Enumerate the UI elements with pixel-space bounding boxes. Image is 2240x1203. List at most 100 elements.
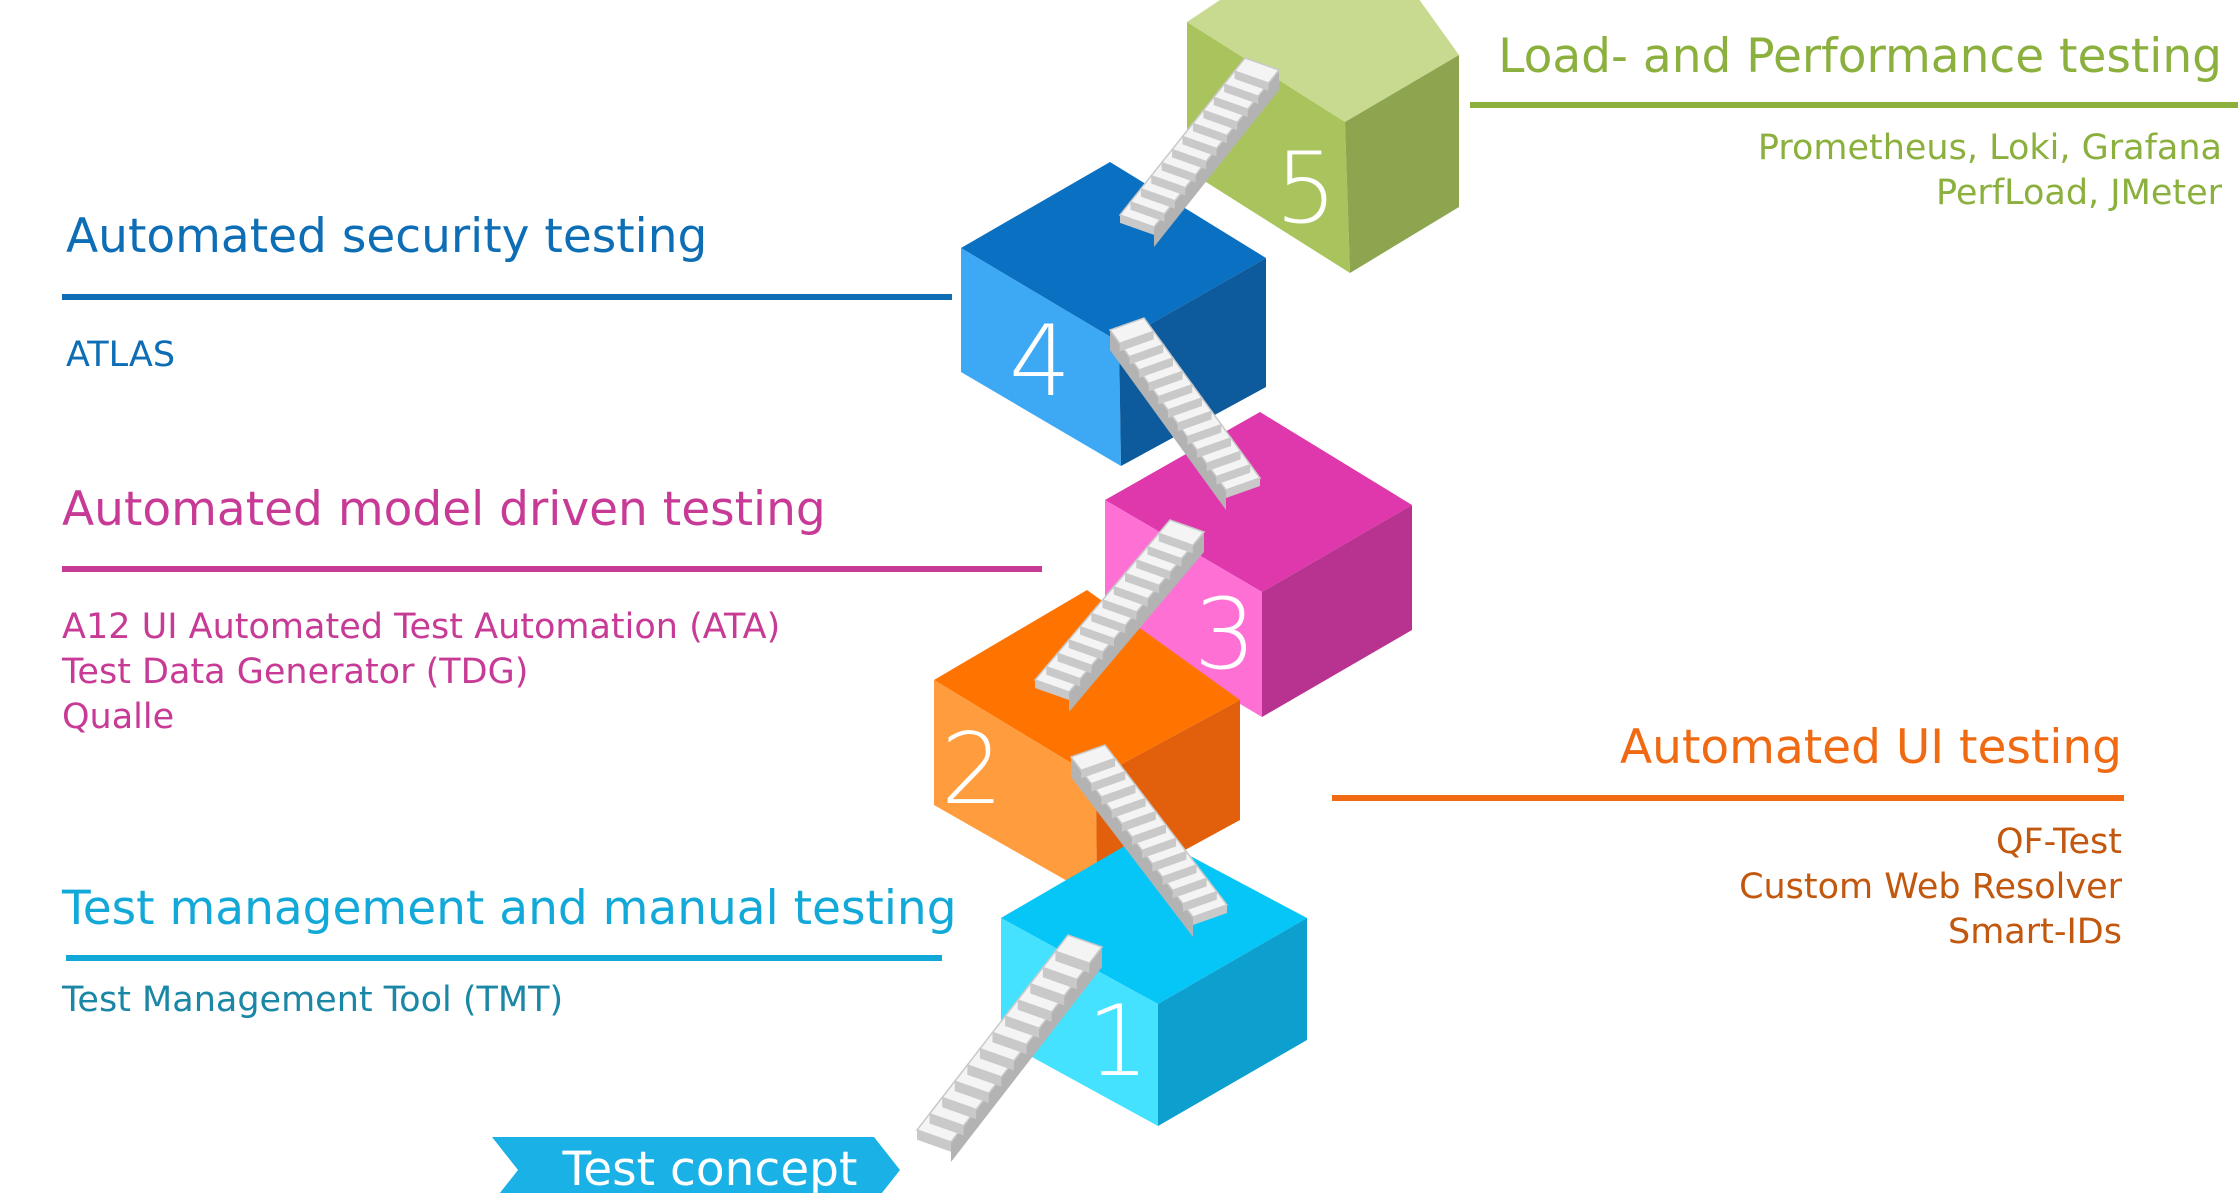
stair-riser (1046, 666, 1081, 687)
stairs-2-to-3 (1033, 519, 1206, 712)
stair-riser (1113, 586, 1148, 607)
cube-4-top (961, 162, 1266, 342)
cube-3-top (1105, 412, 1412, 592)
stage-3-tool: Qualle (62, 696, 175, 737)
stair-riser (1121, 811, 1156, 832)
stair-riser (929, 1113, 964, 1136)
stage-4-tool: ATLAS (66, 335, 176, 375)
cube-5-top (1187, 0, 1459, 122)
stage-3-tool: Test Data Generator (TDG) (62, 651, 529, 692)
stage-2-title: Automated UI testing (1620, 720, 2122, 775)
cube-5-number: 5 (1275, 132, 1337, 246)
stage-5-rule (1470, 102, 2238, 108)
stairs-ground-to-1 (915, 934, 1104, 1162)
stair-riser (1057, 653, 1092, 674)
stairs-1-to-2 (1069, 744, 1229, 937)
cube-3-right (1262, 505, 1412, 717)
stair-riser (1162, 865, 1197, 885)
stage-5-tools: Prometheus, Loki, Grafana PerfLoad, JMet… (1758, 126, 2222, 216)
stair-riser (1055, 951, 1090, 973)
stair-riser (979, 1048, 1014, 1071)
stage-2-tools: QF-Test Custom Web Resolver Smart-IDs (1739, 820, 2122, 954)
stage-1-tool: Test Management Tool (TMT) (62, 980, 564, 1020)
stair-riser (1197, 438, 1231, 458)
stage-2-tool: QF-Test (1995, 822, 2122, 862)
stair-riser (1193, 905, 1227, 925)
stair-riser (967, 1065, 1002, 1087)
stage-4-title: Automated security testing (66, 209, 708, 264)
stair-riser (1129, 344, 1164, 365)
stage-3-title: Automated model driven testing (62, 482, 826, 537)
stair-riser (1005, 1016, 1040, 1038)
cube-4-right (1119, 258, 1266, 466)
stair-riser (1213, 97, 1248, 118)
stair-riser (1125, 573, 1159, 594)
stair-riser (1216, 464, 1251, 485)
stair-riser (1147, 546, 1182, 567)
stair-riser (1091, 613, 1126, 634)
stair-riser (1119, 331, 1154, 352)
stair-riser (1139, 358, 1173, 378)
stair-riser (1182, 136, 1217, 157)
cube-3-number: 3 (1194, 578, 1256, 692)
stair-riser (1172, 878, 1207, 899)
stair-riser (1091, 771, 1126, 792)
stair-riser (1142, 838, 1177, 859)
stair-riser (1120, 215, 1154, 235)
stage-5-tool: PerfLoad, JMeter (1935, 172, 2222, 213)
stage-4-tools: ATLAS (66, 333, 175, 378)
cube-2-left (934, 680, 1097, 898)
stair-riser (1158, 384, 1193, 405)
stair-riser (1042, 967, 1077, 990)
stair-riser (1102, 600, 1137, 620)
stair-riser (954, 1081, 989, 1103)
stair-riser (1177, 411, 1212, 432)
cube-1-top (1001, 833, 1307, 1004)
stair-riser (1152, 851, 1187, 872)
test-concept-banner (492, 1137, 900, 1193)
stair-riser (992, 1032, 1027, 1055)
stair-riser (1172, 149, 1207, 170)
stage-3-tool: A12 UI Automated Test Automation (ATA) (62, 607, 781, 647)
stage-3-tools: A12 UI Automated Test Automation (ATA) T… (62, 605, 780, 739)
stair-riser (1187, 424, 1222, 445)
stair-riser (1158, 533, 1193, 554)
stair-riser (1206, 451, 1241, 472)
stair-riser (1030, 983, 1065, 1006)
stage-2-rule (1332, 795, 2124, 801)
stair-riser (1068, 640, 1103, 660)
stairs-4-to-5 (1118, 57, 1281, 247)
stair-riser (1035, 680, 1069, 700)
stair-riser (1132, 825, 1166, 845)
stair-riser (1234, 71, 1269, 91)
stair-riser (1151, 175, 1186, 196)
stair-riser (1080, 626, 1114, 647)
stair-riser (1192, 123, 1227, 144)
stage-1-tools: Test Management Tool (TMT) (62, 978, 563, 1023)
cube-1-right (1158, 918, 1307, 1126)
stage-3-rule (62, 566, 1042, 572)
stage-5-title: Load- and Performance testing (1498, 29, 2222, 84)
test-concept-label: Test concept (562, 1142, 858, 1197)
cube-4-number: 4 (1009, 305, 1071, 419)
stage-1-title: Test management and manual testing (62, 881, 957, 936)
stair-riser (1140, 188, 1175, 209)
stair-riser (1161, 162, 1196, 183)
stage-5-tool: Prometheus, Loki, Grafana (1757, 128, 2222, 168)
cube-4-left (961, 248, 1121, 466)
stage-4-rule (62, 294, 952, 300)
stage-2-tool: Smart-IDs (1947, 911, 2122, 952)
stage-2-tool: Custom Web Resolver (1739, 866, 2122, 907)
stair-riser (1111, 798, 1146, 819)
stair-riser (942, 1097, 977, 1120)
stair-riser (1148, 371, 1183, 392)
stair-riser (1017, 1000, 1052, 1022)
stair-riser (1226, 478, 1260, 498)
stair-riser (1136, 560, 1171, 580)
stair-riser (1101, 785, 1136, 805)
stairs-3-to-4 (1108, 317, 1262, 510)
stage-1-rule (66, 955, 942, 961)
stair-riser (1168, 398, 1202, 418)
stair-riser (1081, 758, 1116, 779)
